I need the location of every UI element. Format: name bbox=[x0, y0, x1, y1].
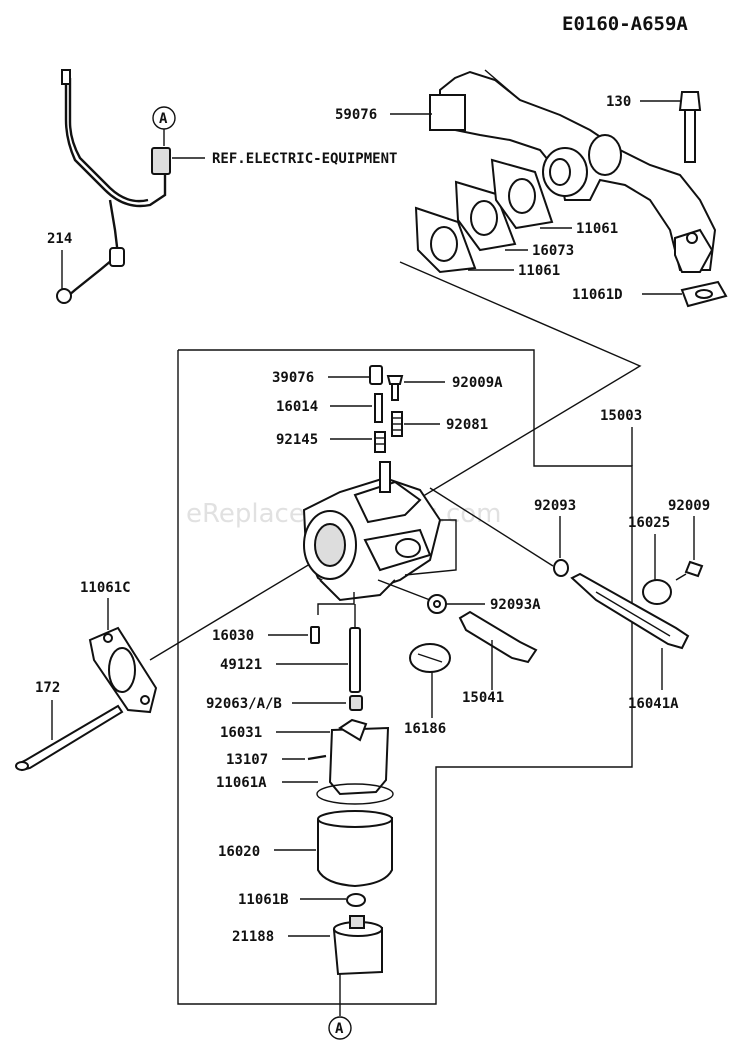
label-16041a: 16041A bbox=[628, 696, 679, 712]
label-11061b: 11061B bbox=[238, 892, 289, 908]
label-92009: 92009 bbox=[668, 498, 710, 514]
label-11061-top: 11061 bbox=[576, 221, 618, 237]
washer-92093 bbox=[553, 559, 569, 577]
assembly-frame bbox=[177, 349, 633, 1005]
screw-92009 bbox=[675, 560, 704, 581]
label-13107: 13107 bbox=[226, 752, 268, 768]
label-16073: 16073 bbox=[532, 243, 574, 259]
washer-92093a bbox=[427, 594, 447, 614]
pin-13107 bbox=[307, 754, 327, 761]
bolt-130 bbox=[678, 91, 702, 163]
solenoid-21188 bbox=[332, 915, 383, 976]
callout-a-bottom: A bbox=[328, 1016, 352, 1040]
label-16020: 16020 bbox=[218, 844, 260, 860]
diagram-code: E0160-A659A bbox=[562, 13, 688, 35]
ref-electric-equipment-label: REF.ELECTRIC-EQUIPMENT bbox=[212, 151, 397, 167]
label-92145: 92145 bbox=[276, 432, 318, 448]
callout-a-top-letter: A bbox=[159, 111, 168, 127]
plate-16025 bbox=[642, 579, 672, 605]
gasket-11061-front bbox=[414, 206, 477, 274]
gasket-11061d bbox=[680, 280, 728, 308]
throttle-shaft-15041 bbox=[458, 610, 538, 664]
label-16025: 16025 bbox=[628, 515, 670, 531]
label-15041: 15041 bbox=[462, 690, 504, 706]
gasket-11061-rear bbox=[490, 158, 554, 230]
label-11061d: 11061D bbox=[572, 287, 623, 303]
label-130: 130 bbox=[606, 94, 631, 110]
nut-92063 bbox=[349, 695, 363, 711]
label-39076: 39076 bbox=[272, 370, 314, 386]
label-16030: 16030 bbox=[212, 628, 254, 644]
spring-92145 bbox=[374, 431, 386, 453]
label-49121: 49121 bbox=[220, 657, 262, 673]
callout-a-top: A bbox=[152, 106, 205, 159]
label-16014: 16014 bbox=[276, 399, 318, 415]
label-11061-mid: 11061 bbox=[518, 263, 560, 279]
needle-16014 bbox=[374, 393, 383, 423]
label-214: 214 bbox=[47, 231, 72, 247]
label-21188: 21188 bbox=[232, 929, 274, 945]
label-92063: 92063/A/B bbox=[206, 696, 282, 712]
wire-harness bbox=[56, 69, 171, 304]
screw-172 bbox=[15, 704, 124, 772]
spring-92081 bbox=[391, 411, 403, 437]
label-59076: 59076 bbox=[335, 107, 377, 123]
label-16186: 16186 bbox=[404, 721, 446, 737]
part-39076 bbox=[369, 365, 383, 385]
label-92093: 92093 bbox=[534, 498, 576, 514]
gasket-11061a bbox=[316, 783, 394, 805]
label-172: 172 bbox=[35, 680, 60, 696]
gasket-16073 bbox=[454, 180, 517, 252]
float-16031 bbox=[328, 718, 390, 796]
carburetor-body bbox=[302, 461, 442, 602]
jet-16030 bbox=[310, 626, 320, 644]
label-92009a: 92009A bbox=[452, 375, 503, 391]
bowl-16020 bbox=[317, 810, 393, 888]
callout-a-bottom-letter: A bbox=[335, 1021, 344, 1037]
label-11061a: 11061A bbox=[216, 775, 267, 791]
label-92093a: 92093A bbox=[490, 597, 541, 613]
gasket-11061c bbox=[88, 626, 158, 714]
washer-11061b bbox=[346, 893, 366, 907]
label-16031: 16031 bbox=[220, 725, 262, 741]
screw-92009a bbox=[386, 375, 404, 401]
choke-shaft-16041a bbox=[570, 572, 690, 650]
throttle-plate-16186 bbox=[409, 643, 451, 673]
exhaust-manifold bbox=[429, 69, 717, 273]
label-92081: 92081 bbox=[446, 417, 488, 433]
label-11061c: 11061C bbox=[80, 580, 131, 596]
tube-49121 bbox=[349, 627, 361, 693]
label-15003: 15003 bbox=[600, 408, 642, 424]
